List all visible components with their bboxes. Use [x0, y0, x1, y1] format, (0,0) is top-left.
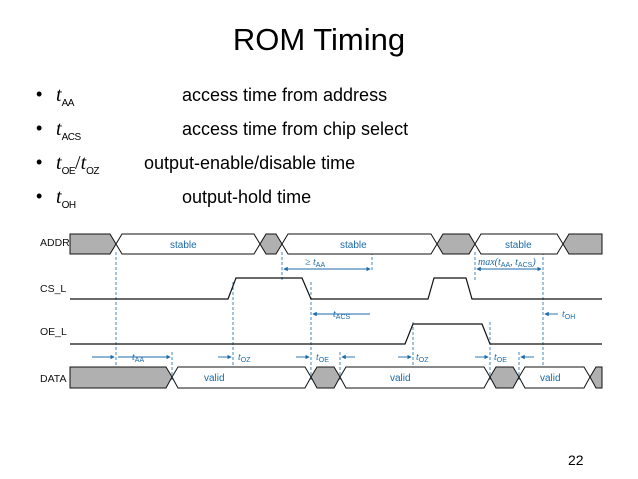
label-max-taa-tacs: max(tAA, tACS) [478, 257, 536, 269]
data-valid-label: valid [390, 373, 411, 384]
signal-label-oe-l: OE_L [40, 326, 67, 338]
label-toe: tOE [316, 352, 329, 364]
slide-title: ROM Timing [232, 22, 406, 57]
data-waveform [69, 366, 603, 389]
data-invalid-segment [69, 366, 173, 389]
timing-guides [115, 252, 544, 382]
term-toe-toz: tOE/tOZ [56, 152, 100, 177]
timing-arrows [92, 266, 558, 360]
addr-stable-label: stable [170, 240, 197, 251]
data-valid-label: valid [540, 373, 561, 384]
bullet-marker: • [36, 84, 43, 104]
signal-label-data: DATA [40, 373, 66, 385]
data-valid-label: valid [204, 373, 225, 384]
term-taa: tAA [56, 84, 74, 109]
timing-diagram: ADDR CS_L OE_L DATA stable stable stable [40, 233, 603, 389]
cs-l-waveform [70, 277, 602, 300]
addr-stable-label: stable [340, 240, 367, 251]
addr-invalid-segment [259, 233, 283, 255]
bullet-marker: • [36, 186, 43, 206]
desc-tacs: access time from chip select [182, 119, 409, 139]
label-toz: tOZ [238, 352, 251, 364]
addr-invalid-segment [562, 233, 603, 255]
signal-label-cs-l: CS_L [40, 283, 66, 295]
bullet-marker: • [36, 152, 43, 172]
label-toh: tOH [562, 309, 575, 321]
data-invalid-segment [589, 366, 603, 389]
data-valid-segment [171, 366, 312, 389]
term-toh: tOH [56, 186, 76, 211]
desc-toh: output-hold time [182, 187, 312, 207]
data-valid-segment [339, 366, 491, 389]
addr-stable-label: stable [505, 240, 532, 251]
data-invalid-segment [489, 366, 520, 389]
label-taa: tAA [132, 352, 144, 364]
addr-invalid-segment [69, 233, 117, 255]
data-invalid-segment [310, 366, 341, 389]
desc-taa: access time from address [182, 85, 388, 105]
addr-invalid-segment [436, 233, 476, 255]
label-toe: tOE [494, 352, 507, 364]
label-ge-taa: ≥ tAA [305, 257, 325, 269]
label-tacs: tACS [333, 309, 351, 321]
oe-l-waveform [70, 323, 602, 345]
addr-waveform [69, 233, 603, 255]
page-number: 22 [568, 452, 584, 468]
label-toz: tOZ [416, 352, 429, 364]
term-tacs: tACS [56, 118, 81, 143]
signal-label-addr: ADDR [40, 237, 70, 249]
bullet-marker: • [36, 118, 43, 138]
desc-toe-toz: output-enable/disable time [144, 153, 356, 173]
